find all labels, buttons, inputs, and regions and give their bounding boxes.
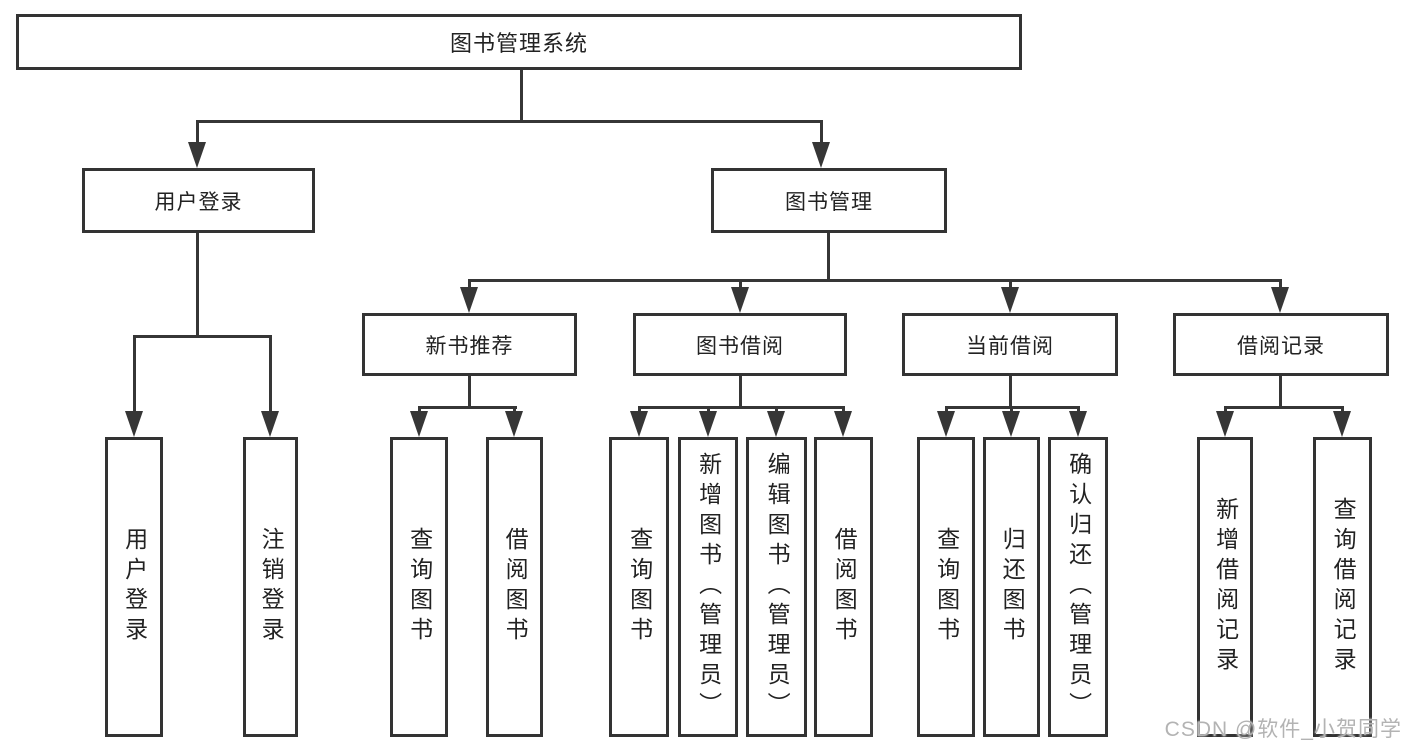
leaf-edit-books-admin: 编辑图书（管理员）: [746, 437, 807, 737]
arrow-to-new-book-recommend: [460, 287, 478, 313]
node-book-management: 图书管理: [711, 168, 947, 233]
leaf-query-books-current-label: 查询图书: [933, 527, 960, 647]
node-new-book-recommend-label: 新书推荐: [425, 334, 514, 358]
arrow-to-leaf-logout: [261, 411, 279, 437]
arrow-to-user-login: [188, 142, 206, 168]
arrow-to-leaf-edit-books-admin: [767, 411, 785, 437]
connector-recommend-stem: [468, 376, 471, 408]
leaf-user-login: 用户登录: [105, 437, 163, 737]
leaf-borrow-books-recommend-label: 借阅图书: [502, 527, 529, 647]
node-user-login: 用户登录: [82, 168, 315, 233]
connector-book-borrow-stem: [739, 376, 742, 408]
connector-recommend-shaft: [468, 279, 471, 293]
connector-borrow-records-shaft: [1279, 279, 1282, 293]
node-borrow-records: 借阅记录: [1173, 313, 1389, 376]
node-borrow-records-label: 借阅记录: [1237, 334, 1325, 358]
leaf-add-borrow-record-label: 新增借阅记录: [1212, 497, 1239, 677]
leaf-user-login-label: 用户登录: [121, 527, 148, 647]
arrow-to-leaf-query-books-borrow: [630, 411, 648, 437]
connector-current-borrow-shaft: [1009, 279, 1012, 293]
arrow-to-leaf-borrow-books-borrow: [834, 411, 852, 437]
leaf-return-books-label: 归还图书: [999, 527, 1026, 647]
leaf-borrow-books-recommend: 借阅图书: [486, 437, 543, 737]
connector-root-rail: [196, 120, 823, 123]
leaf-logout: 注销登录: [243, 437, 298, 737]
node-book-management-label: 图书管理: [785, 190, 873, 214]
leaf-add-borrow-record: 新增借阅记录: [1197, 437, 1253, 737]
arrow-to-book-borrow: [731, 287, 749, 313]
connector-book-mgmt-rail: [468, 279, 1282, 282]
arrow-to-leaf-user-login: [125, 411, 143, 437]
arrow-to-current-borrow: [1001, 287, 1019, 313]
leaf-edit-books-admin-label: 编辑图书（管理员）: [764, 452, 791, 722]
arrow-to-leaf-return-books: [1002, 411, 1020, 437]
connector-root-stem: [520, 70, 523, 122]
node-user-login-label: 用户登录: [154, 190, 243, 214]
connector-user-login-rail: [133, 335, 272, 338]
connector-recommend-rail: [418, 406, 517, 409]
arrow-to-leaf-query-books-current: [937, 411, 955, 437]
connector-borrow-records-stem: [1279, 376, 1282, 408]
node-root: 图书管理系统: [16, 14, 1022, 70]
arrow-to-leaf-query-books-recommend: [410, 411, 428, 437]
connector-leaf-logout-shaft: [269, 335, 272, 417]
arrow-to-leaf-borrow-books-recommend: [505, 411, 523, 437]
connector-book-mgmt-shaft: [820, 120, 823, 148]
connector-book-mgmt-stem: [827, 233, 830, 282]
arrow-to-book-mgmt: [812, 142, 830, 168]
leaf-logout-label: 注销登录: [258, 527, 285, 647]
leaf-confirm-return-admin: 确认归还（管理员）: [1048, 437, 1108, 737]
connector-user-login-shaft: [196, 120, 199, 148]
leaf-query-books-recommend-label: 查询图书: [406, 527, 433, 647]
node-current-borrow-label: 当前借阅: [966, 334, 1054, 358]
leaf-query-books-borrow-label: 查询图书: [626, 527, 653, 647]
leaf-query-books-current: 查询图书: [917, 437, 975, 737]
leaf-add-books-admin: 新增图书（管理员）: [678, 437, 738, 737]
node-current-borrow: 当前借阅: [902, 313, 1118, 376]
node-new-book-recommend: 新书推荐: [362, 313, 577, 376]
node-book-borrow-label: 图书借阅: [696, 334, 784, 358]
leaf-query-books-recommend: 查询图书: [390, 437, 448, 737]
leaf-confirm-return-admin-label: 确认归还（管理员）: [1065, 452, 1092, 722]
arrow-to-leaf-add-borrow-record: [1216, 411, 1234, 437]
arrow-to-leaf-confirm-return-admin: [1069, 411, 1087, 437]
leaf-return-books: 归还图书: [983, 437, 1040, 737]
arrow-to-borrow-records: [1271, 287, 1289, 313]
connector-book-borrow-shaft: [739, 279, 742, 293]
connector-book-borrow-rail: [638, 406, 845, 409]
node-book-borrow: 图书借阅: [633, 313, 847, 376]
arrow-to-leaf-query-borrow-record: [1333, 411, 1351, 437]
leaf-query-borrow-record: 查询借阅记录: [1313, 437, 1372, 737]
leaf-add-books-admin-label: 新增图书（管理员）: [695, 452, 722, 722]
node-root-label: 图书管理系统: [449, 31, 588, 56]
connector-leaf-user-login-shaft: [133, 335, 136, 417]
csdn-watermark: CSDN @软件_小贺同学: [1164, 718, 1402, 741]
leaf-borrow-books-borrow: 借阅图书: [814, 437, 873, 737]
arrow-to-leaf-add-books-admin: [699, 411, 717, 437]
connector-borrow-records-rail: [1224, 406, 1344, 409]
connector-current-borrow-stem: [1009, 376, 1012, 408]
leaf-query-borrow-record-label: 查询借阅记录: [1330, 497, 1357, 677]
leaf-query-books-borrow: 查询图书: [609, 437, 669, 737]
connector-user-login-stem: [196, 233, 199, 338]
leaf-borrow-books-borrow-label: 借阅图书: [831, 527, 858, 647]
